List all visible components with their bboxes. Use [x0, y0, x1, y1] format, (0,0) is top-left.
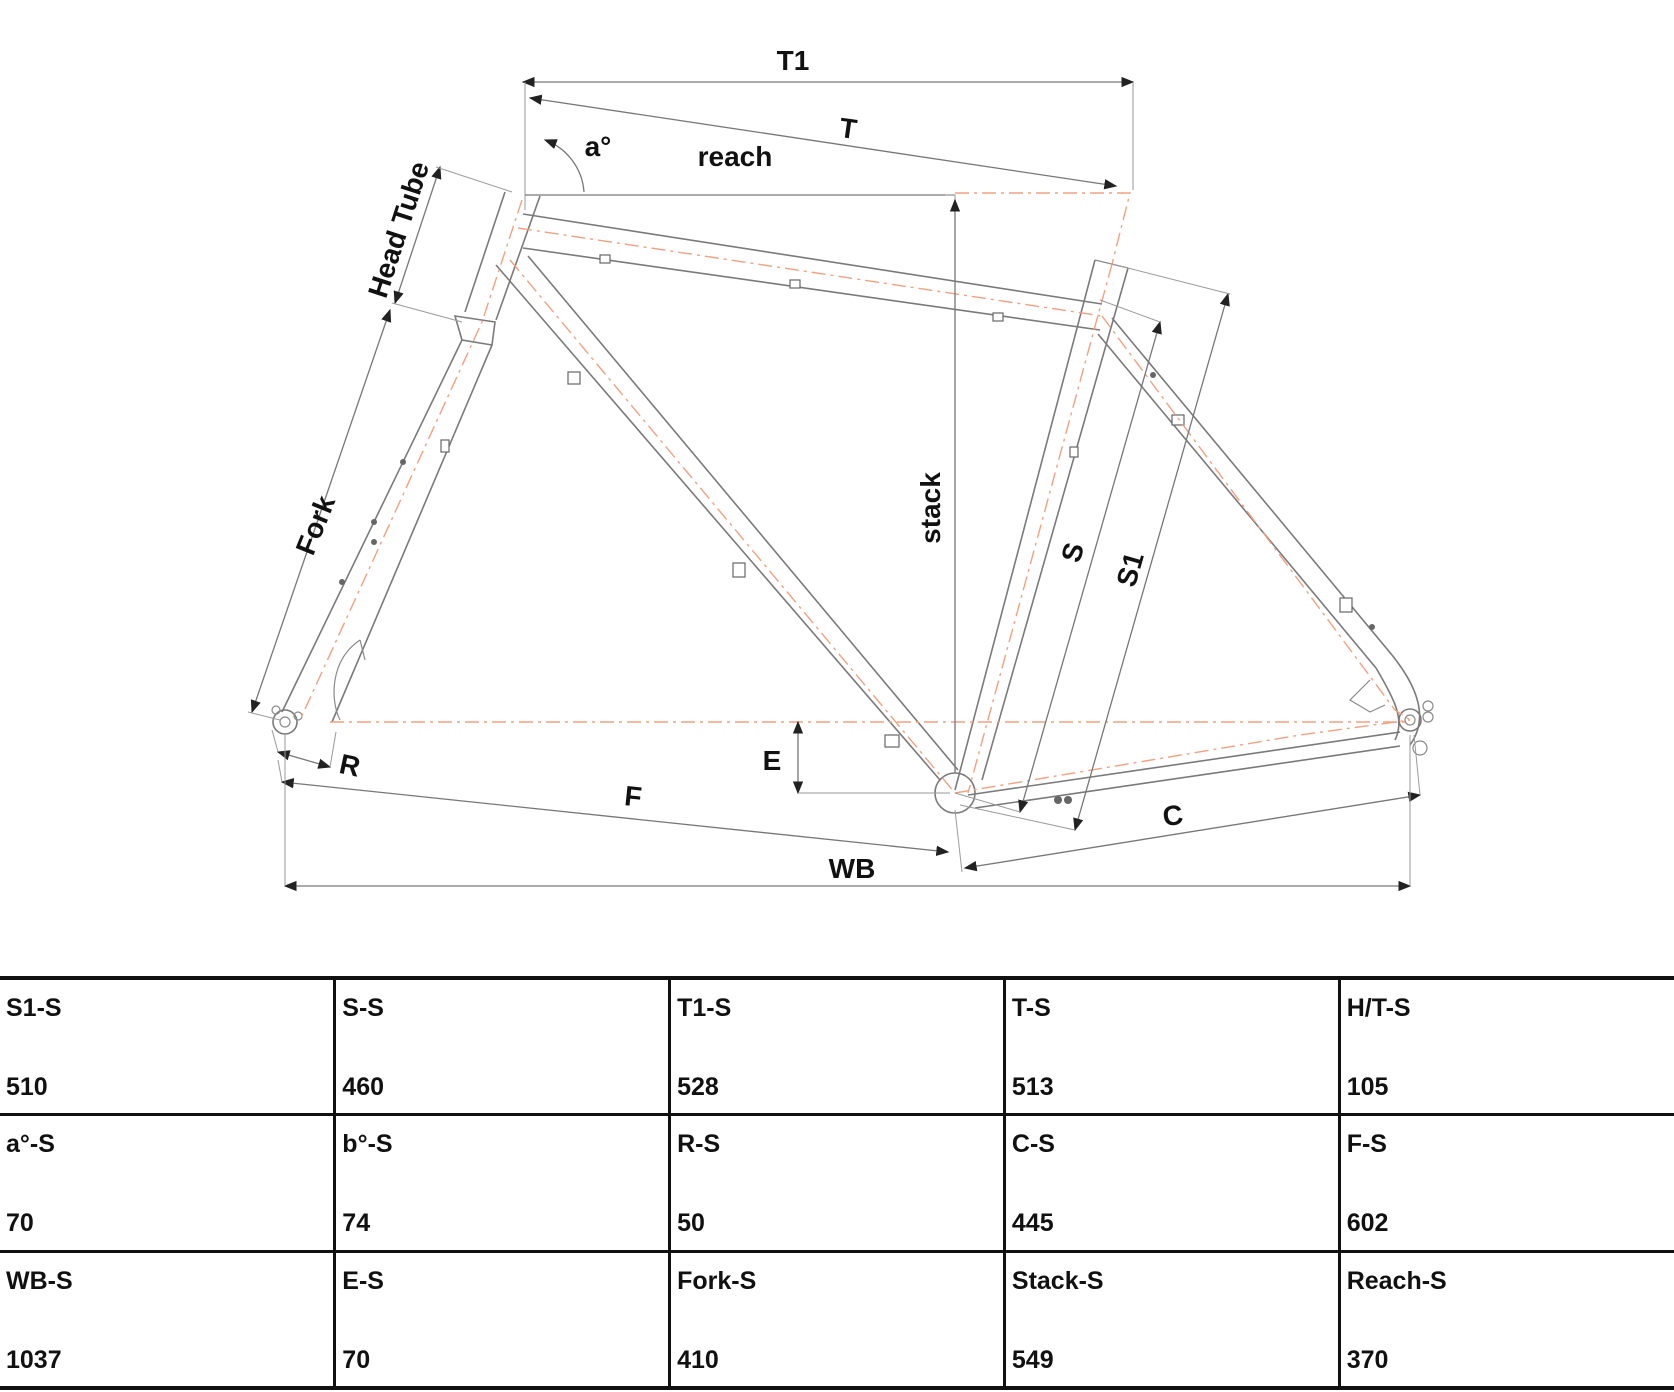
- measurement-name: R-S: [677, 1130, 721, 1159]
- dim-s1: [1073, 292, 1230, 832]
- measurement-value: 370: [1346, 1345, 1389, 1374]
- dimension-lines: [247, 76, 1422, 892]
- measurement-value: 513: [1011, 1073, 1054, 1101]
- measurement-name: S1-S: [6, 994, 62, 1022]
- frame-centerlines: [299, 192, 1411, 794]
- measurement-value: 445: [1011, 1209, 1054, 1238]
- measurement-name: C-S: [1011, 1130, 1055, 1159]
- label-e: E: [763, 745, 782, 776]
- measurement-value: 70: [6, 1209, 34, 1238]
- dim-f: [280, 778, 950, 856]
- label-r: R: [337, 748, 363, 783]
- label-fork: Fork: [290, 491, 342, 559]
- measurement-name: a°-S: [6, 1130, 55, 1159]
- dim-r: [276, 750, 332, 769]
- table-cell: b°-S 74: [333, 1113, 672, 1253]
- table-cell: C-S 445: [1002, 1113, 1341, 1253]
- rear-axle: [1398, 708, 1422, 732]
- label-angle: a°: [585, 131, 612, 162]
- label-t1: T1: [777, 45, 810, 76]
- dim-t: [528, 94, 1118, 190]
- table-cell: H/T-S 105: [1337, 976, 1674, 1117]
- measurement-value: 70: [342, 1345, 371, 1374]
- table-cell: T-S 513: [1002, 976, 1341, 1117]
- dimension-labels: T1 T a° reach Head Tube stack Fork S S1 …: [290, 45, 1185, 884]
- measurement-value: 410: [677, 1345, 719, 1374]
- table-cell: WB-S 1037: [0, 1249, 337, 1390]
- measurement-value: 50: [677, 1209, 705, 1238]
- label-s1: S1: [1111, 549, 1150, 590]
- table-cell: Stack-S 549: [1002, 1249, 1341, 1390]
- table-cell: R-S 50: [668, 1113, 1006, 1253]
- label-t: T: [838, 112, 859, 145]
- dim-head-tube: [393, 165, 442, 305]
- down-tube: [495, 255, 959, 781]
- measurement-name: F-S: [1346, 1130, 1387, 1159]
- label-c: C: [1161, 799, 1185, 833]
- table-row: WB-S 1037 E-S 70 Fork-S 410 Stack-S 549 Reach-S 3…: [0, 1249, 1674, 1390]
- measurement-value: 74: [342, 1209, 371, 1238]
- measurement-value: 510: [6, 1073, 48, 1101]
- label-f: F: [623, 780, 643, 813]
- measurement-value: 460: [342, 1073, 385, 1101]
- measurement-value: 528: [677, 1073, 719, 1101]
- measurement-name: T1-S: [677, 994, 732, 1022]
- bike-frame: [271, 191, 1434, 814]
- label-stack: stack: [915, 472, 946, 544]
- chain-stay: [967, 731, 1401, 809]
- table-cell: T1-S 528: [668, 976, 1006, 1117]
- measurement-name: Fork-S: [677, 1266, 757, 1295]
- label-wb: WB: [829, 853, 876, 884]
- table-cell: Fork-S 410: [668, 1249, 1006, 1390]
- frame-geometry-diagram: T1 T a° reach Head Tube stack Fork S S1 …: [247, 45, 1434, 892]
- dim-fork: [250, 308, 392, 714]
- measurement-value: 602: [1346, 1209, 1389, 1238]
- measurement-name: T-S: [1011, 994, 1051, 1022]
- measurement-value: 105: [1346, 1073, 1389, 1101]
- measurement-value: 549: [1011, 1345, 1054, 1374]
- measurement-name: Stack-S: [1011, 1266, 1104, 1295]
- label-reach: reach: [698, 141, 773, 172]
- table-cell: Reach-S 370: [1337, 1249, 1674, 1390]
- measurement-name: E-S: [342, 1266, 384, 1295]
- top-tube: [522, 213, 1103, 331]
- measurement-name: H/T-S: [1346, 994, 1411, 1022]
- table-row: S1-S 510 S-S 460 T1-S 528 T-S 513 H/T-S 105: [0, 976, 1674, 1117]
- measurement-name: WB-S: [6, 1266, 73, 1295]
- measurement-name: Reach-S: [1346, 1266, 1447, 1295]
- measurement-value: 1037: [6, 1345, 62, 1374]
- table-row: a°-S 70 b°-S 74 R-S 50 C-S 445 F-S 602: [0, 1113, 1674, 1253]
- dim-c: [963, 791, 1422, 872]
- table-cell: E-S 70: [333, 1249, 672, 1390]
- table-cell: S1-S 510: [0, 976, 337, 1117]
- label-head-tube: Head Tube: [362, 158, 435, 302]
- table-cell: a°-S 70: [0, 1113, 337, 1253]
- measurement-name: S-S: [342, 994, 384, 1022]
- table-cell: S-S 460: [333, 976, 672, 1117]
- geometry-table: S1-S 510 S-S 460 T1-S 528 T-S 513 H/T-S 105 a°-S 70…: [0, 976, 1674, 1390]
- dim-angle-arc: [543, 139, 585, 193]
- head-tube: [464, 191, 541, 321]
- measurement-name: b°-S: [342, 1130, 393, 1159]
- table-cell: F-S 602: [1337, 1113, 1674, 1253]
- label-s: S: [1055, 539, 1090, 566]
